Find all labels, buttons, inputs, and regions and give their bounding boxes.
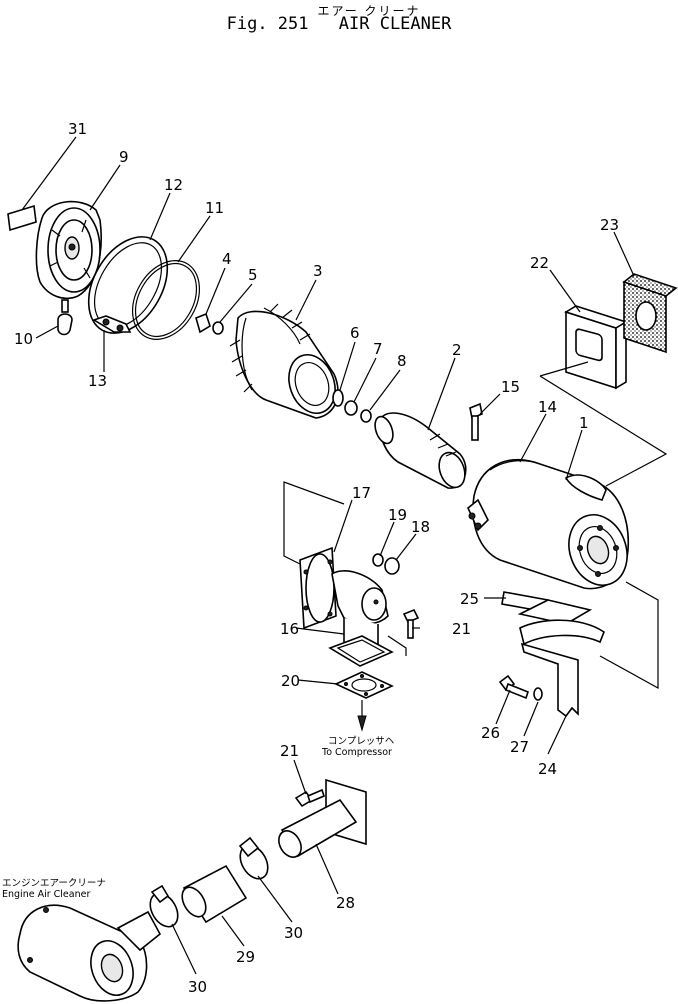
callout-26: 26 [481,724,500,742]
callout-21b: 21 [280,742,299,760]
part-3-outer-element [229,303,339,419]
callout-31: 31 [68,120,87,138]
callout-14: 14 [538,398,557,416]
callout-1: 1 [579,414,589,432]
callout-12: 12 [164,176,183,194]
part-18-nut [384,557,400,575]
part-31-plate [7,204,37,232]
note-to-compressor: To Compressor [321,747,392,758]
callout-13: 13 [88,372,107,390]
part-29-hose [181,864,248,924]
part-23-precleaner [622,273,678,354]
part-5-washer [212,321,224,335]
part-25-plate [501,591,593,625]
part-19-washer [372,553,384,567]
part-7-nut [344,400,358,416]
callout-30b: 30 [188,978,207,996]
engine-air-cleaner [17,904,162,1002]
assembly-line [283,481,345,565]
part-22-spacer [564,305,628,390]
part-27-washer [533,687,543,701]
callout-9: 9 [119,148,129,166]
part-21-bolt [402,608,420,639]
note-to-compressor-jp: コンプレッサヘ [328,736,394,747]
leader-lines [21,136,635,975]
callout-8: 8 [397,352,407,370]
callout-6: 6 [350,324,360,342]
part-28-pipe [278,778,367,858]
part-4-nut [195,312,211,334]
part-17-elbow-flange [299,546,337,630]
part-13-clip [92,315,132,333]
part-2-inner-element [374,412,467,489]
callout-22: 22 [530,254,549,272]
callout-25: 25 [460,590,479,608]
note-engine-air-cleaner-jp: エンジンエアークリーナ [2,878,106,889]
assembly-line [599,581,659,690]
part-8-washer [360,409,372,423]
to-compressor-arrow [357,700,367,732]
part-26-bolt [498,674,529,700]
callout-21: 21 [452,620,471,638]
callout-labels: 31 9 12 11 4 5 3 10 13 6 7 8 2 15 14 1 2… [14,120,619,996]
callout-17: 17 [352,484,371,502]
callout-10: 10 [14,330,33,348]
part-9-cover [35,200,102,300]
callout-30: 30 [284,924,303,942]
part-10-valve [57,299,73,336]
part-11-o-ring [131,260,201,340]
callout-3: 3 [313,262,323,280]
part-14-clamp [467,498,489,532]
callout-27: 27 [510,738,529,756]
figure-title-japanese: エアー クリーナ [317,4,421,18]
notes: コンプレッサヘ To Compressor エンジンエアークリーナ Engine… [2,736,394,900]
part-30-clamp [238,836,269,880]
callout-24: 24 [538,760,557,778]
part-6-ring [332,389,344,407]
callout-2: 2 [452,341,462,359]
assembly-line [539,375,668,487]
callout-7: 7 [373,340,383,358]
callout-29: 29 [236,948,255,966]
figure-name: AIR CLEANER [338,14,452,34]
callout-28: 28 [336,894,355,912]
callout-16: 16 [280,620,299,638]
callout-19: 19 [388,506,407,524]
callout-5: 5 [248,266,258,284]
part-12-clamp-band [87,236,169,334]
part-1-air-cleaner-body [472,458,630,590]
callout-23: 23 [600,216,619,234]
callout-15: 15 [501,378,520,396]
callout-18: 18 [411,518,430,536]
callout-4: 4 [222,250,232,268]
assembly-line [387,635,407,656]
assembly-line [539,361,589,377]
callout-11: 11 [205,199,224,217]
part-24-bracket [519,619,605,718]
part-20-gasket [334,671,394,699]
part-21-bolt-lower [294,788,325,808]
note-engine-air-cleaner: Engine Air Cleaner [2,889,90,900]
callout-20: 20 [281,672,300,690]
figure-title: Fig. 251 AIR CLEANER [0,14,678,34]
part-15-bolt [469,402,483,441]
part-16-elbow-body [328,570,394,667]
figure-number: Fig. 251 [226,14,309,34]
